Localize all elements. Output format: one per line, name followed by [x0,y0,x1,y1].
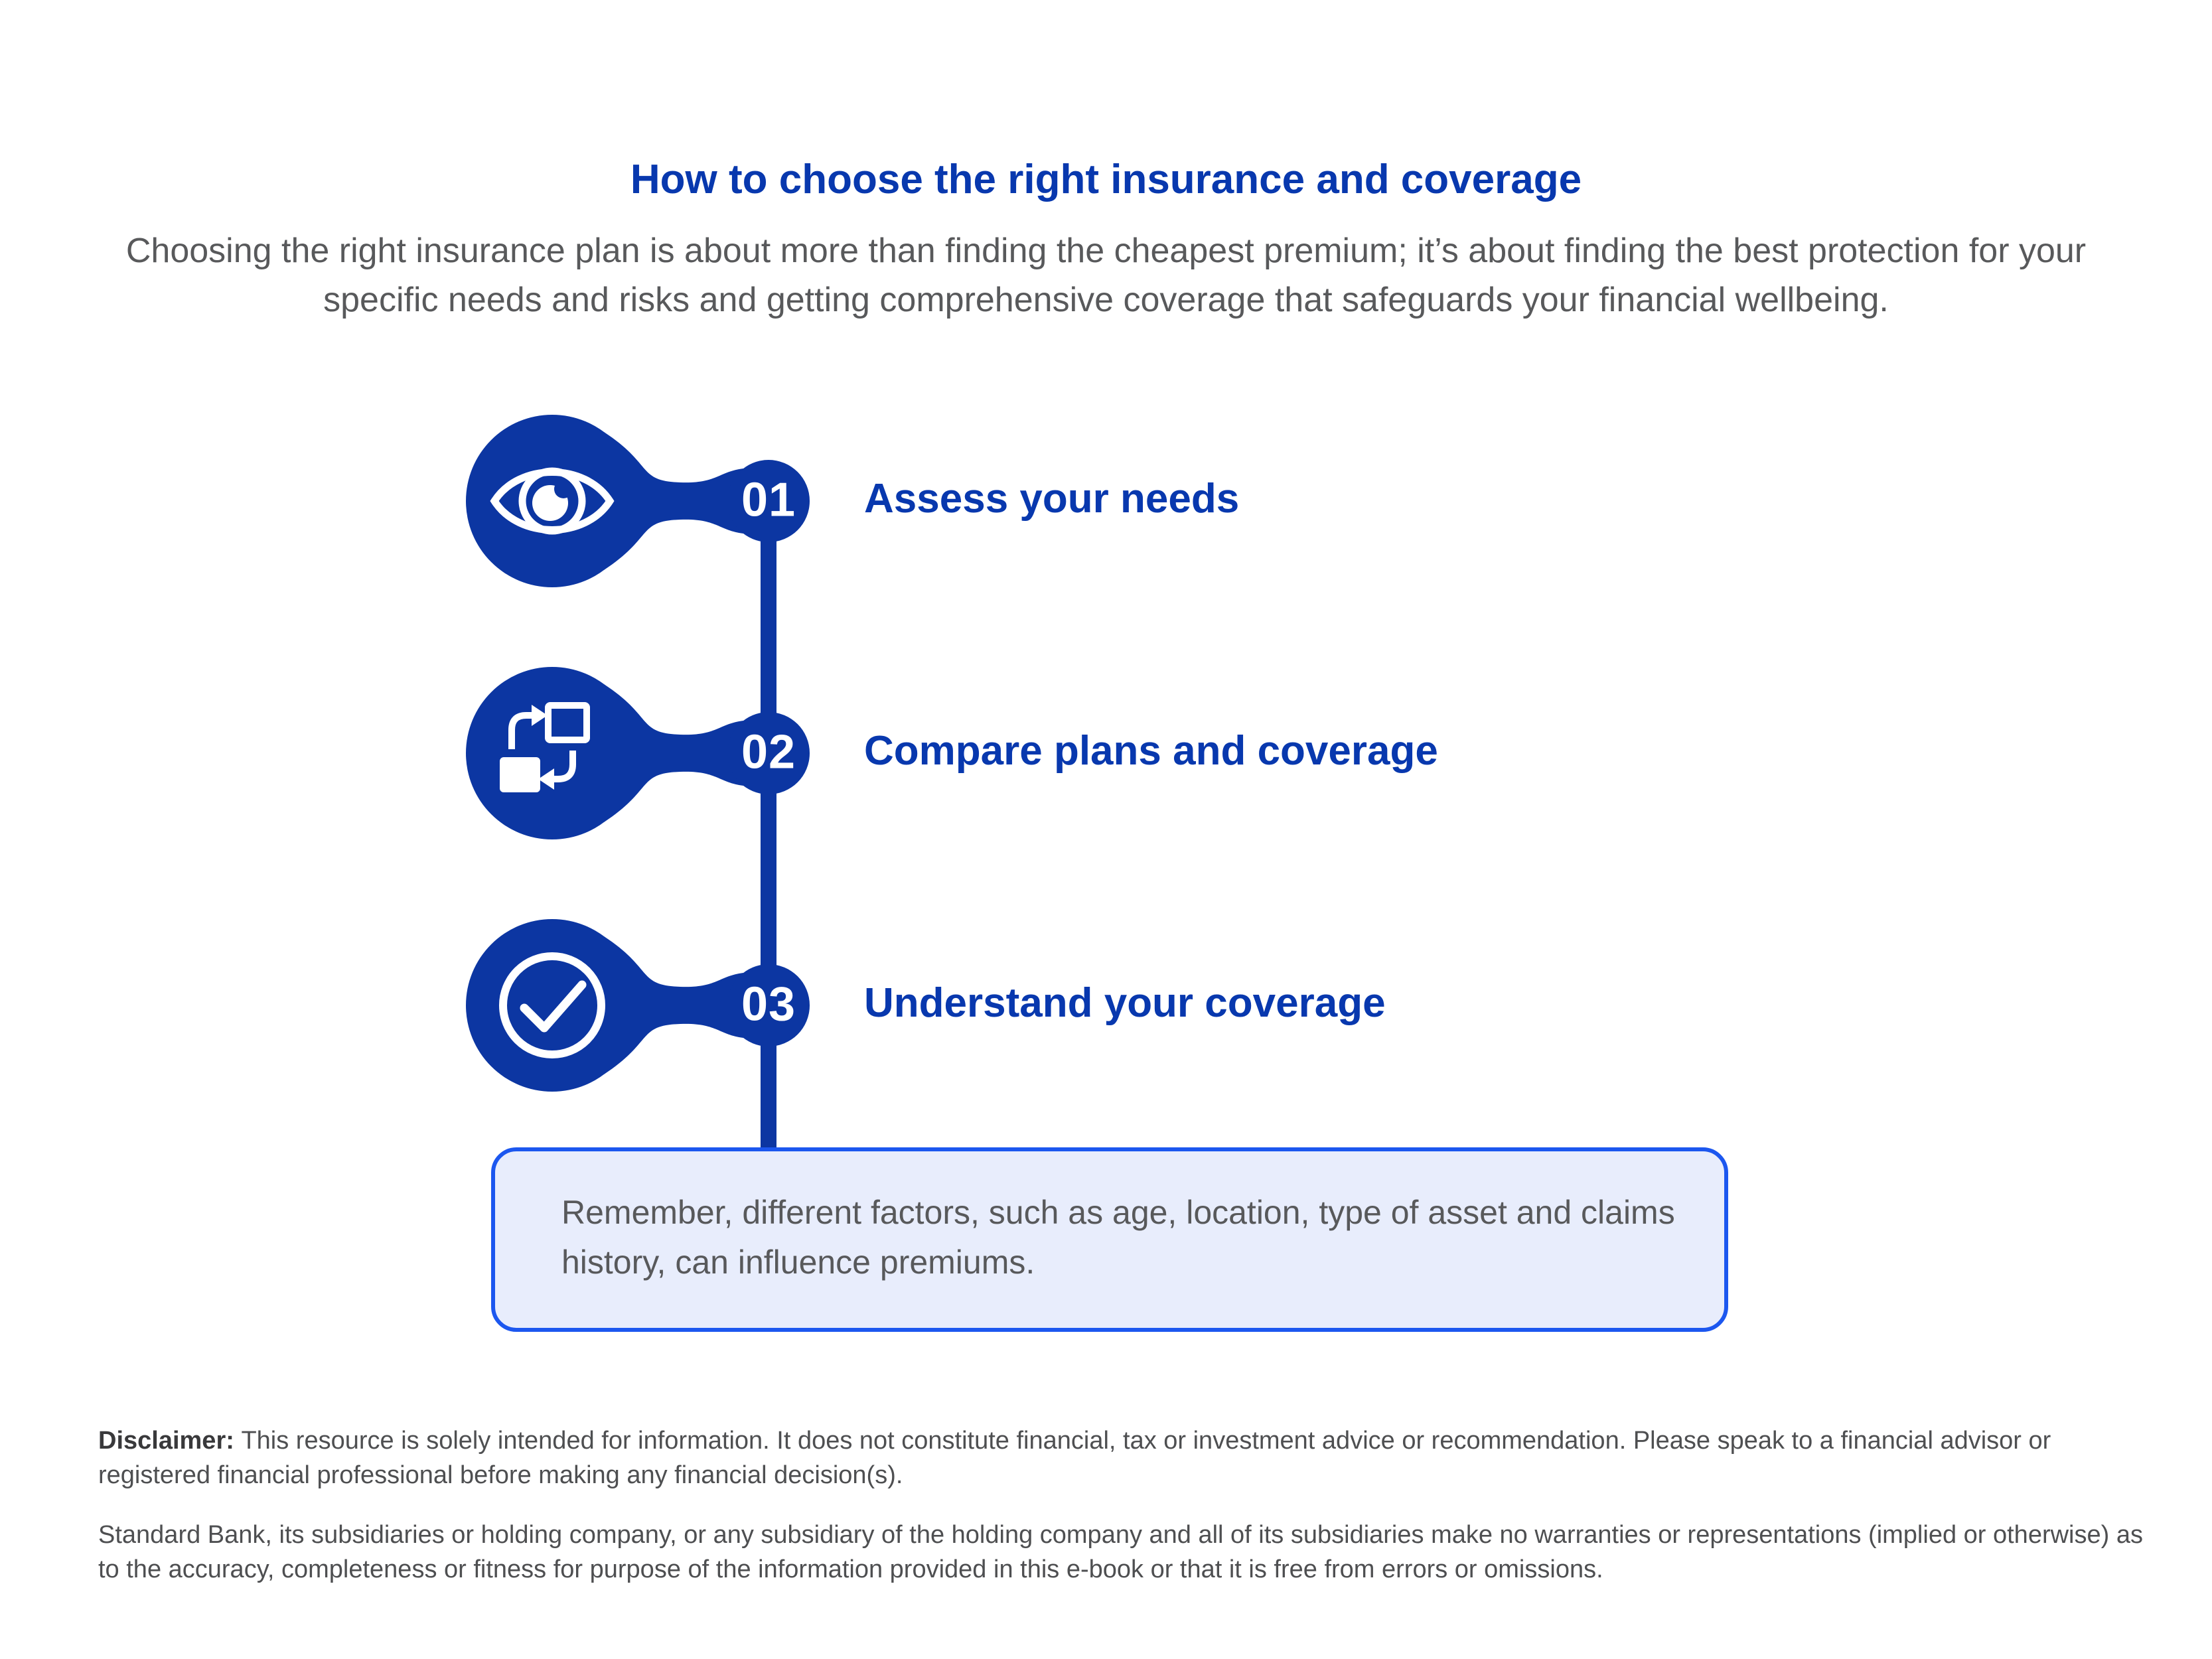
callout-text: Remember, different factors, such as age… [561,1194,1675,1281]
timeline-line [761,501,776,1147]
step-number-badge: 03 [741,977,796,1031]
step-number-badge: 01 [741,473,796,527]
check-circle-icon [499,952,605,1058]
step-label-understand-coverage: Understand your coverage [864,980,1386,1026]
step-label-compare-plans: Compare plans and coverage [864,728,1438,774]
disclaimer-text-1: This resource is solely intended for inf… [98,1427,2051,1490]
compare-swap-icon [500,702,590,792]
disclaimer-paragraph-1: Disclaimer: This resource is solely inte… [98,1423,2146,1493]
step-3-bubble [466,919,810,1092]
step-label-assess-your-needs: Assess your needs [864,476,1240,522]
eye-icon [490,467,615,535]
disclaimer-text-2: Standard Bank, its subsidiaries or holdi… [98,1521,2143,1584]
disclaimer-paragraph-2: Standard Bank, its subsidiaries or holdi… [98,1518,2146,1587]
step-2-bubble [466,667,810,839]
page-title: How to choose the right insurance and co… [630,157,1582,202]
page-subtitle: Choosing the right insurance plan is abo… [125,232,2087,319]
step-number-badge: 02 [741,725,796,779]
disclaimer-label: Disclaimer: [98,1427,242,1455]
callout-box: Remember, different factors, such as age… [491,1147,1728,1332]
